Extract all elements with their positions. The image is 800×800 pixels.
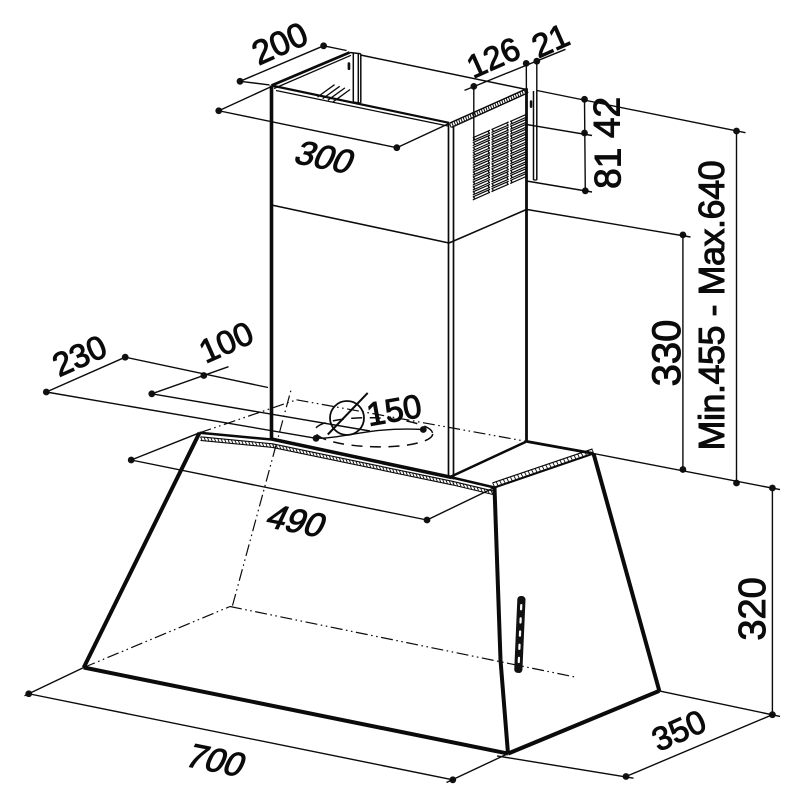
svg-text:81: 81	[587, 148, 628, 189]
svg-text:Min.455 - Max.640: Min.455 - Max.640	[691, 161, 732, 451]
svg-text:42: 42	[587, 97, 628, 138]
svg-text:320: 320	[732, 577, 774, 640]
svg-text:330: 330	[645, 320, 689, 387]
